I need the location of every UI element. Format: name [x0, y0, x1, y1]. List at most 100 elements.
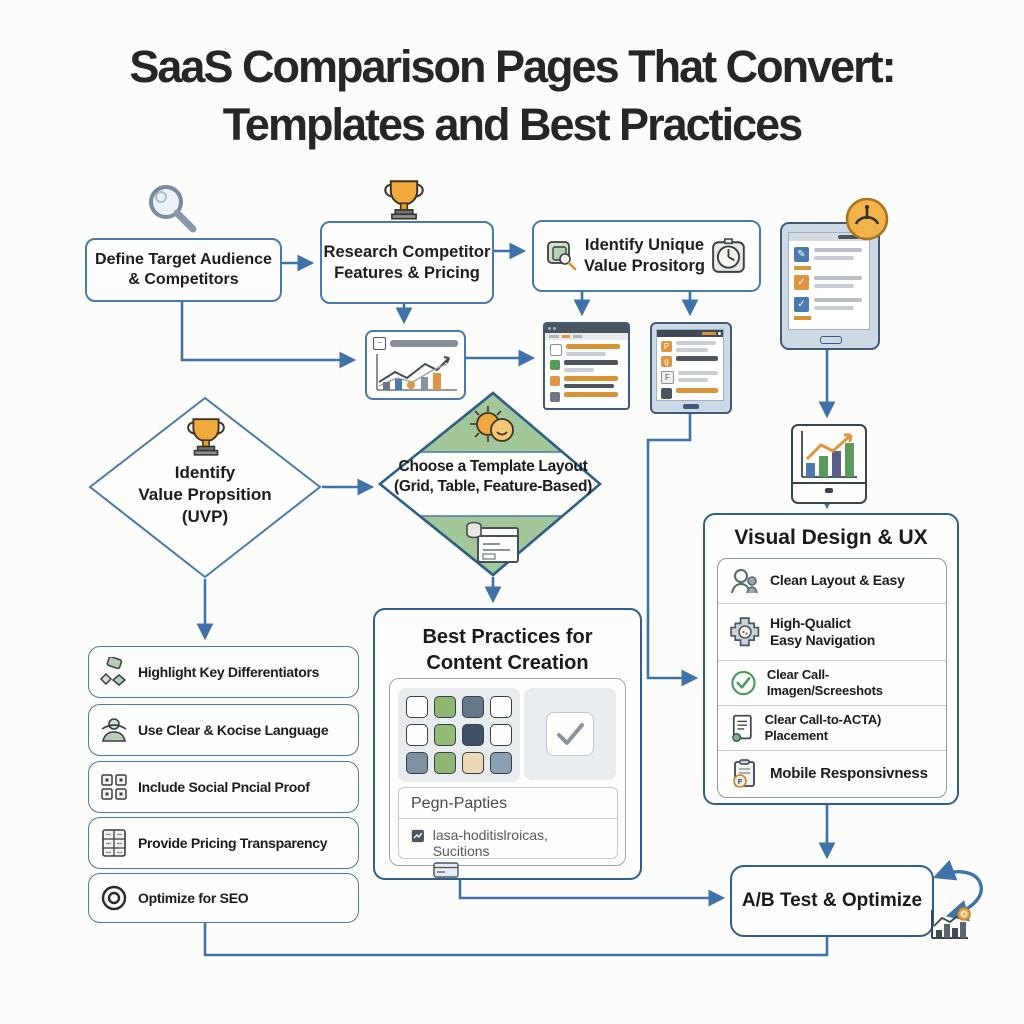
qr-grid-icon	[101, 774, 127, 800]
mini-chart	[376, 354, 457, 391]
grid-cell	[434, 752, 456, 774]
result-row	[657, 384, 723, 399]
result-row	[545, 372, 628, 388]
vd-item-label: Clean Layout & Easy	[770, 572, 905, 589]
row-icon: g	[661, 356, 672, 367]
title-line-1: SaaS Comparison Pages That Convert:	[129, 41, 896, 92]
tablet-mockup-list: P g F	[650, 322, 732, 414]
checklist-row: ✓	[789, 270, 869, 292]
gems-icon	[99, 657, 127, 686]
visual-design-title: Visual Design & UX	[734, 526, 928, 549]
clipboard-coin-icon: F	[733, 759, 755, 788]
panel-item-row: lasa-hoditislroicas, Sucitions	[399, 819, 617, 861]
row-icon: P	[661, 341, 672, 352]
browser-icon	[466, 521, 519, 563]
card-icon	[433, 862, 459, 878]
result-row	[545, 340, 628, 356]
grid-cell	[434, 696, 456, 718]
magnifier-icon	[149, 185, 197, 233]
grid-cell	[406, 696, 428, 718]
panel-item-label: lasa-hoditislroicas, Sucitions	[432, 827, 548, 859]
check-circle-icon	[731, 670, 756, 696]
grid-cell	[490, 752, 512, 774]
node-ab-test-optimize: A/B Test & Optimize	[730, 865, 934, 937]
tablet-screen: P g F	[656, 329, 724, 401]
document-icon	[732, 714, 752, 742]
grid-cell	[490, 724, 512, 746]
list-item-highlight-differentiators: Highlight Key Differentiators	[88, 646, 359, 698]
result-row: P	[657, 337, 723, 352]
orange-tag	[794, 316, 811, 320]
result-row	[545, 388, 628, 402]
row-icon	[550, 360, 560, 370]
grid-cell	[462, 752, 484, 774]
check-icon: ✓	[794, 275, 809, 290]
grid-cell	[462, 696, 484, 718]
vd-item-cta-placement: Clear Call-to-ACTA) Placement	[718, 706, 946, 751]
minus-icon: −	[373, 337, 386, 350]
svg-text:F: F	[738, 777, 743, 786]
people-icon	[731, 569, 758, 594]
checklist-row: ✎	[789, 241, 869, 264]
chart-card: −	[365, 330, 466, 400]
placeholder-bar	[838, 235, 860, 239]
grid-cell	[406, 752, 428, 774]
vd-item-label: Clear Call-to-ACTA) Placement	[764, 711, 882, 743]
node-template-diamond: Choose a Template Layout (Grid, Table, F…	[393, 458, 593, 496]
node-label: Identify Unique Value Prositorg	[583, 236, 706, 275]
panel-label: Pegn-Papties	[399, 788, 617, 819]
template-grid-thumbnail	[398, 688, 520, 782]
check-icon: ✎	[794, 247, 809, 262]
node-identify-unique-value: Identify Unique Value Prositorg	[532, 220, 761, 292]
check-icon: ✓	[794, 297, 809, 312]
home-button	[683, 404, 699, 409]
result-row: g	[657, 352, 723, 367]
node-label: A/B Test & Optimize	[741, 890, 923, 911]
browser-titlebar	[545, 324, 628, 333]
node-define-target-audience: Define Target Audience & Competitors	[85, 238, 282, 302]
vd-item-label: High-Qualict Easy Navigation	[770, 614, 876, 649]
title-line-2: Templates and Best Practices	[222, 98, 803, 150]
grid-cell	[434, 724, 456, 746]
visual-design-list: Clean Layout & Easy High-Qualict Easy Na…	[717, 558, 947, 798]
grid-cell	[462, 724, 484, 746]
checkmark-icon	[557, 723, 584, 745]
row-icon	[661, 388, 672, 399]
list-item-label: Optimize for SEO	[138, 890, 249, 906]
target-icon	[101, 885, 127, 911]
list-item-social-proof: Include Social Pncial Proof	[88, 761, 359, 813]
node-research-competitor: Research Competitor Features & Pricing	[320, 221, 494, 304]
chart-mini-icon	[411, 829, 424, 843]
result-row: F	[657, 367, 723, 384]
vd-item-mobile-responsiveness: F Mobile Responsivness	[718, 751, 946, 797]
tablet-mockup-checklist: ✎ ✓ ✓	[780, 222, 880, 350]
result-row	[545, 356, 628, 372]
vd-item-label: Mobile Responsivness	[770, 764, 928, 782]
pricing-table-icon	[102, 829, 126, 857]
best-practices-content: Pegn-Papties lasa-hoditislroicas, Suciti…	[389, 678, 626, 878]
placeholder-bar	[390, 340, 458, 347]
page-title: SaaS Comparison Pages That Convert: Temp…	[0, 38, 1024, 153]
node-uvp-diamond: Identify Value Propsition (UVP)	[138, 463, 272, 527]
chart-card-header: −	[367, 332, 464, 350]
best-practices-title: Best Practices for Content Creation	[422, 626, 593, 674]
browser-mockup	[543, 322, 630, 410]
speaker-desk-icon	[101, 718, 127, 742]
sun-icon	[470, 406, 514, 442]
trophy-icon	[384, 180, 424, 220]
trophy-icon	[187, 418, 225, 456]
list-item-label: Provide Pricing Transparency	[138, 835, 328, 851]
list-item-pricing-transparency: Provide Pricing Transparency	[88, 817, 359, 869]
badge-clock-icon	[845, 197, 889, 241]
best-practices-panel: Best Practices for Content Creation	[373, 608, 642, 880]
vd-item-label: Clear Call-Imagen/Screeshots	[766, 666, 883, 698]
list-item-label: Include Social Pncial Proof	[138, 779, 310, 795]
list-item-optimize-seo: Optimize for SEO	[88, 873, 359, 923]
document-search-icon	[547, 241, 577, 271]
visual-design-panel: Visual Design & UX Clean Layout & Easy H…	[703, 513, 959, 805]
gear-icon	[730, 617, 760, 647]
row-icon	[550, 344, 562, 356]
grid-cell	[490, 696, 512, 718]
analytics-mini-icon	[931, 907, 971, 939]
